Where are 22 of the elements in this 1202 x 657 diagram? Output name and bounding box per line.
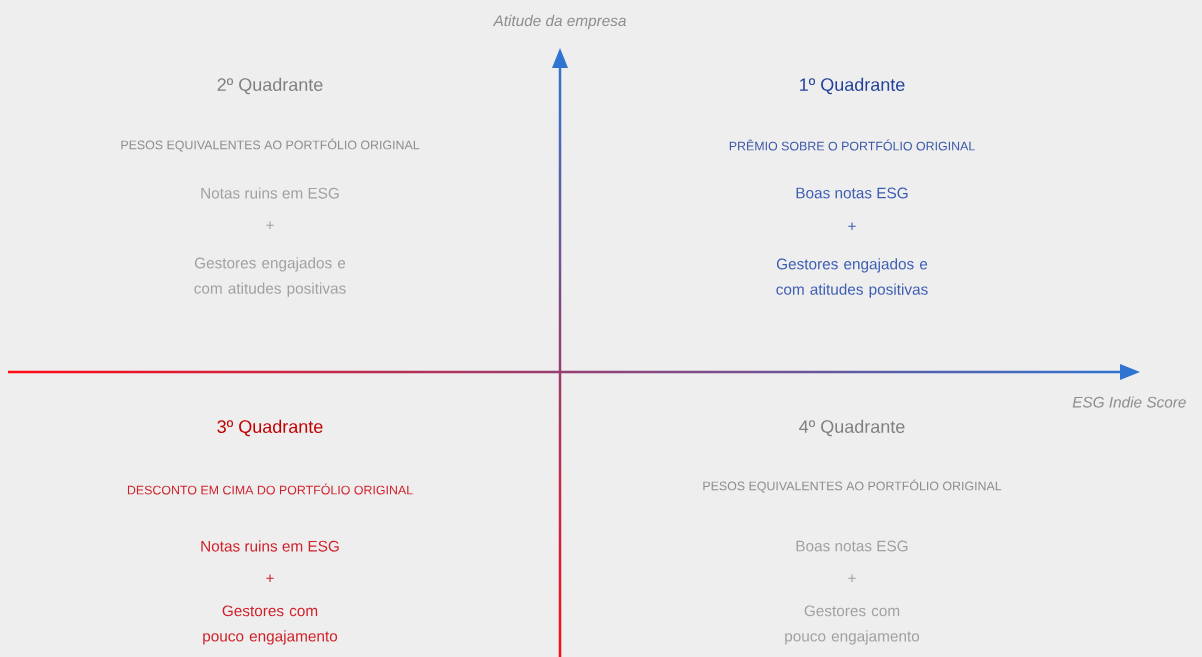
plus-sign: + (848, 574, 856, 583)
body-text: Notas ruins em ESG (201, 540, 339, 552)
body-text: Boas notas ESG (796, 540, 908, 552)
quadrant-title: 4º Quadrante (799, 419, 905, 437)
plus-sign: + (848, 222, 856, 231)
axis-title: ESG Indie Score (1072, 396, 1186, 408)
plus-sign: + (266, 221, 274, 230)
body-text: Gestores com pouco engajamento (203, 605, 338, 645)
quadrant-subtitle: PESOS EQUIVALENTES AO PORTFÓLIO ORIGINAL (121, 138, 420, 152)
quadrant-subtitle: PESOS EQUIVALENTES AO PORTFÓLIO ORIGINAL (703, 479, 1002, 493)
body-text: Gestores com pouco engajamento (785, 605, 920, 645)
quadrant-title: 1º Quadrante (800, 77, 905, 95)
body-text: Gestores engajados e com atitudes positivas (194, 257, 346, 297)
axis-title: Atitude da empresa (492, 14, 626, 30)
quadrant-title: 2º Quadrante (217, 77, 323, 95)
body-text: Notas ruins em ESG (201, 187, 339, 199)
plus-sign: + (266, 574, 274, 583)
body-text: Boas notas ESG (796, 187, 908, 199)
quadrant-title: 3º Quadrante (217, 419, 323, 437)
body-text: Gestores engajados e com atitudes positivas (776, 258, 928, 298)
quadrant-subtitle: DESCONTO EM CIMA DO PORTFÓLIO ORIGINAL (127, 483, 413, 495)
quadrant-subtitle: PRÊMIO SOBRE O PORTFÓLIO ORIGINAL (729, 139, 975, 151)
